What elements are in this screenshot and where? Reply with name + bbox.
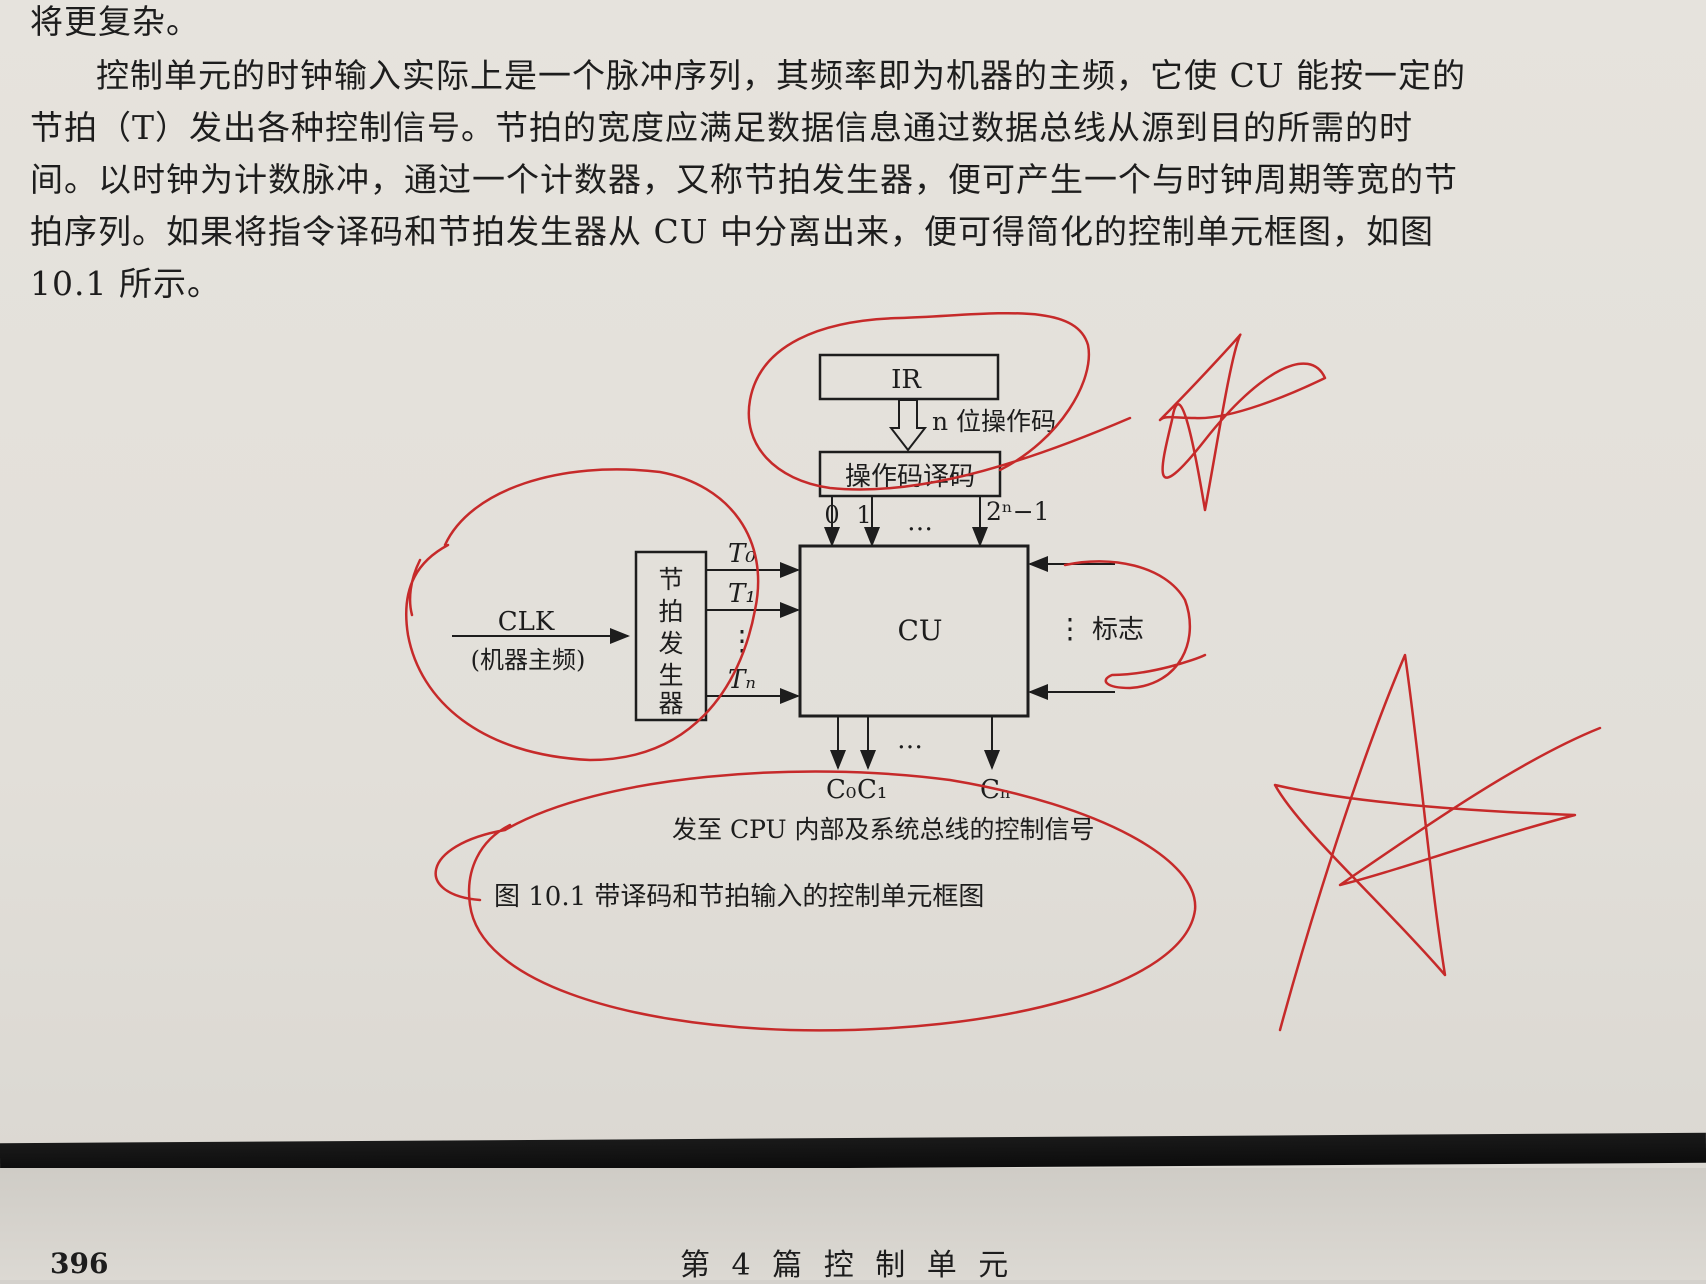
opcode-bus-arrow [888, 399, 928, 452]
page-number: 396 [50, 1247, 109, 1280]
running-head: 第 4 篇 控 制 单 元 [680, 1248, 1015, 1283]
flags-label: 标志 [1092, 615, 1144, 645]
decoder-output-1-label: 1 [856, 501, 871, 529]
timing-generator-char-1: 节 [658, 565, 683, 594]
text-line-4: 间。以时钟为计数脉冲，通过一个计数器，又称节拍发生器，便可产生一个与时钟周期等宽… [30, 160, 1458, 199]
next-page-footer [0, 1168, 1706, 1280]
control-output-ellipsis: … [897, 725, 923, 755]
control-output-c1-label: C₁ [857, 775, 887, 805]
control-output-c0-label: C₀ [826, 775, 856, 805]
text-line-3: 节拍（T）发出各种控制信号。节拍的宽度应满足数据信息通过数据总线从源到目的所需的… [30, 108, 1414, 147]
control-outputs-caption: 发至 CPU 内部及系统总线的控制信号 [672, 815, 1094, 844]
text-line-6: 10.1 所示。 [30, 264, 221, 303]
opcode-bits-label: n 位操作码 [932, 407, 1056, 436]
timing-signal-t1-label: T₁ [728, 579, 756, 609]
red-circle-caption [434, 770, 1197, 1032]
timing-generator-char-5: 器 [658, 689, 683, 718]
red-scribble-star-large [1273, 653, 1602, 1032]
cu-box [798, 544, 1030, 718]
red-circle-clk [405, 468, 760, 762]
timing-generator-char-3: 发 [658, 629, 683, 658]
figure-caption: 图 10.1 带译码和节拍输入的控制单元框图 [494, 882, 984, 912]
decoder-output-ellipsis: … [907, 507, 933, 537]
text-line-5: 拍序列。如果将指令译码和节拍发生器从 CU 中分离出来，便可得简化的控制单元框图… [30, 212, 1435, 251]
cu-label: CU [897, 614, 942, 647]
timing-generator-box [634, 550, 708, 722]
opcode-decoder-box [818, 450, 1002, 498]
red-scribble-star-small [1158, 333, 1327, 512]
decoder-output-0-label: 0 [824, 501, 839, 529]
text-line-2: 控制单元的时钟输入实际上是一个脉冲序列，其频率即为机器的主频，它使 CU 能按一… [96, 56, 1467, 95]
text-line-1: 将更复杂。 [30, 2, 200, 41]
red-circle-flags [1063, 560, 1207, 690]
ir-label: IR [891, 365, 922, 395]
timing-generator-char-2: 拍 [658, 597, 683, 626]
clk-sub-label: (机器主频) [471, 646, 586, 674]
decoder-output-last-label: 2ⁿ−1 [986, 497, 1050, 526]
flags-dots: ⋮ [1056, 612, 1084, 645]
red-circle-ir [747, 311, 1132, 491]
timing-signal-tn-label: Tₙ [728, 665, 756, 695]
clk-label: CLK [498, 607, 555, 637]
timing-generator-char-4: 生 [658, 661, 683, 690]
